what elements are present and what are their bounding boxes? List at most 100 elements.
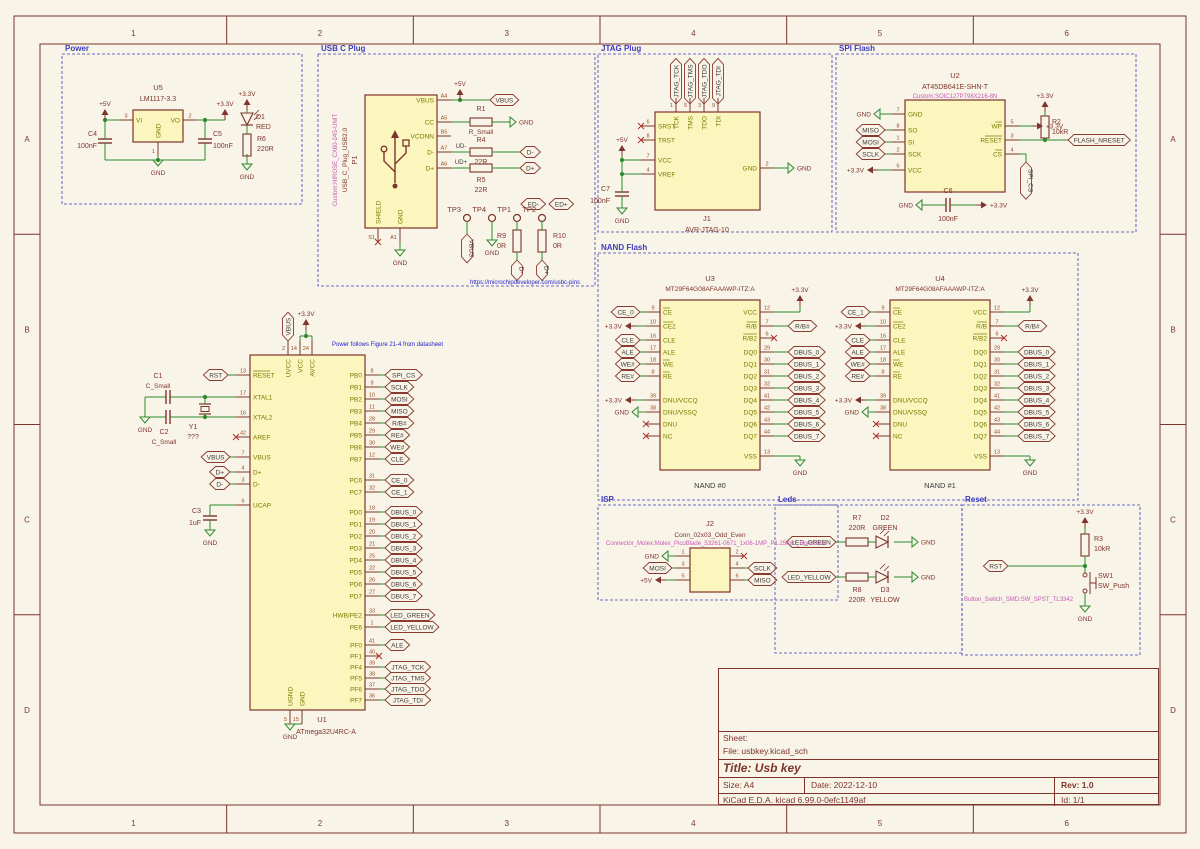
switch-symbol[interactable] bbox=[1083, 573, 1087, 577]
testpoint-symbol[interactable] bbox=[539, 215, 546, 222]
pin-name: PF7 bbox=[350, 698, 362, 705]
net-label-text: JTAG_TCK bbox=[673, 64, 680, 97]
pin-name: GND bbox=[398, 209, 405, 224]
foot-text: Custom:SOIC127P798X216-8N bbox=[913, 94, 998, 100]
resistor-symbol[interactable] bbox=[470, 148, 492, 156]
led-symbol[interactable] bbox=[241, 113, 253, 125]
section-title: SPI Flash bbox=[839, 44, 875, 53]
gnd-flag[interactable] bbox=[874, 109, 880, 119]
gnd-flag[interactable] bbox=[285, 724, 295, 730]
pin-number: 7 bbox=[241, 451, 244, 457]
gnd-flag[interactable] bbox=[1025, 460, 1035, 466]
title-block-rev: Rev: 1.0 bbox=[1055, 778, 1158, 793]
pin-name: DQ3 bbox=[974, 386, 988, 393]
power-flag-+3.3V[interactable] bbox=[303, 319, 310, 325]
power-flag-+3.3V[interactable] bbox=[797, 295, 804, 301]
gnd-flag[interactable] bbox=[205, 530, 215, 536]
power-flag-+5V[interactable] bbox=[619, 145, 626, 151]
power-flag-+3.3V[interactable] bbox=[855, 323, 861, 330]
gnd-flag[interactable] bbox=[912, 537, 918, 547]
pin-name: DQ4 bbox=[744, 398, 758, 405]
power-flag-+3.3V[interactable] bbox=[625, 397, 631, 404]
gnd-flag[interactable] bbox=[862, 407, 868, 417]
pin-name: SRST bbox=[658, 124, 675, 131]
val-text: 220R bbox=[849, 525, 866, 532]
pin-name: XTAL1 bbox=[253, 395, 273, 402]
gnd-flag[interactable] bbox=[795, 460, 805, 466]
switch-symbol[interactable] bbox=[1083, 589, 1087, 593]
gnd-flag[interactable] bbox=[617, 208, 627, 214]
pin-number: 38 bbox=[650, 406, 656, 412]
pin-number: 25 bbox=[369, 554, 375, 560]
frame-column-marker: 6 bbox=[1064, 819, 1069, 828]
gnd-flag[interactable] bbox=[912, 572, 918, 582]
resistor-symbol[interactable] bbox=[846, 538, 868, 546]
pin-number: 40 bbox=[369, 650, 375, 656]
ref-text: U1 bbox=[317, 715, 327, 724]
gnd-flag[interactable] bbox=[510, 117, 516, 127]
pin-number: 9 bbox=[651, 306, 654, 312]
pin-name: CC bbox=[425, 120, 435, 127]
pin-number: 41 bbox=[369, 639, 375, 645]
testpoint-symbol[interactable] bbox=[514, 215, 521, 222]
net-label-text: D+ bbox=[542, 266, 549, 275]
power-flag-+3.3V[interactable] bbox=[981, 202, 987, 209]
gnd-flag[interactable] bbox=[662, 551, 668, 561]
net-label-text: RST bbox=[989, 563, 1002, 570]
resistor-symbol[interactable] bbox=[1081, 534, 1089, 556]
net-label-text: R/B# bbox=[795, 323, 810, 330]
testpoint-symbol[interactable] bbox=[464, 215, 471, 222]
gnd-flag[interactable] bbox=[395, 250, 405, 256]
power-flag-+5V[interactable] bbox=[457, 89, 464, 95]
power-flag-+5V[interactable] bbox=[655, 577, 661, 584]
power-flag-+3.3V[interactable] bbox=[867, 167, 873, 174]
net-label-text: DBUS_4 bbox=[794, 397, 820, 404]
gnd-flag[interactable] bbox=[1080, 606, 1090, 612]
component-J2[interactable] bbox=[690, 548, 730, 592]
pin-number: 16 bbox=[650, 334, 656, 340]
crystal-symbol[interactable] bbox=[201, 407, 209, 412]
component-U1[interactable] bbox=[250, 355, 365, 710]
resistor-symbol[interactable] bbox=[846, 573, 868, 581]
power-flag-+3.3V[interactable] bbox=[625, 323, 631, 330]
val-text: R6 bbox=[257, 136, 266, 143]
net-label-text: CLE bbox=[391, 456, 404, 463]
power-label: +3.3V bbox=[605, 324, 623, 331]
power-flag-+3.3V[interactable] bbox=[855, 397, 861, 404]
power-label: +3.3V bbox=[791, 287, 809, 294]
gnd-flag[interactable] bbox=[788, 163, 794, 173]
pin-name: SI bbox=[908, 140, 914, 147]
frame-column-marker: 2 bbox=[318, 29, 323, 38]
val2-text: C_Small bbox=[152, 439, 177, 446]
gnd-flag[interactable] bbox=[487, 240, 497, 246]
junction-dot bbox=[620, 172, 624, 176]
pin-number: 21 bbox=[369, 542, 375, 548]
resistor-symbol[interactable] bbox=[538, 230, 546, 252]
ref-text: U5 bbox=[153, 83, 163, 92]
led-symbol[interactable] bbox=[876, 571, 888, 583]
gnd-flag[interactable] bbox=[140, 417, 150, 423]
note-text: Power follows Figure 21-4 from datasheet bbox=[332, 342, 443, 348]
testpoint-symbol[interactable] bbox=[489, 215, 496, 222]
power-flag-+5V[interactable] bbox=[102, 109, 109, 115]
power-flag-+3.3V[interactable] bbox=[222, 109, 229, 115]
power-label: GND bbox=[793, 470, 808, 477]
resistor-symbol[interactable] bbox=[470, 118, 492, 126]
gnd-flag[interactable] bbox=[916, 200, 922, 210]
gnd-flag[interactable] bbox=[632, 407, 638, 417]
pin-name: UVCC bbox=[286, 359, 293, 378]
resistor-symbol[interactable] bbox=[513, 230, 521, 252]
val-text: C2 bbox=[160, 429, 169, 436]
resistor-symbol[interactable] bbox=[243, 134, 251, 156]
power-flag-+3.3V[interactable] bbox=[1082, 517, 1089, 523]
power-flag-+3.3V[interactable] bbox=[244, 99, 251, 105]
val-text: 22R bbox=[475, 159, 488, 166]
led-symbol[interactable] bbox=[876, 536, 888, 548]
gnd-flag[interactable] bbox=[242, 164, 252, 170]
pin-name: WE bbox=[663, 362, 674, 369]
val-text: D2 bbox=[881, 515, 890, 522]
power-flag-+3.3V[interactable] bbox=[1042, 101, 1049, 107]
val-text: R3 bbox=[1094, 536, 1103, 543]
pin-name: ALE bbox=[663, 350, 676, 357]
power-flag-+3.3V[interactable] bbox=[1027, 295, 1034, 301]
